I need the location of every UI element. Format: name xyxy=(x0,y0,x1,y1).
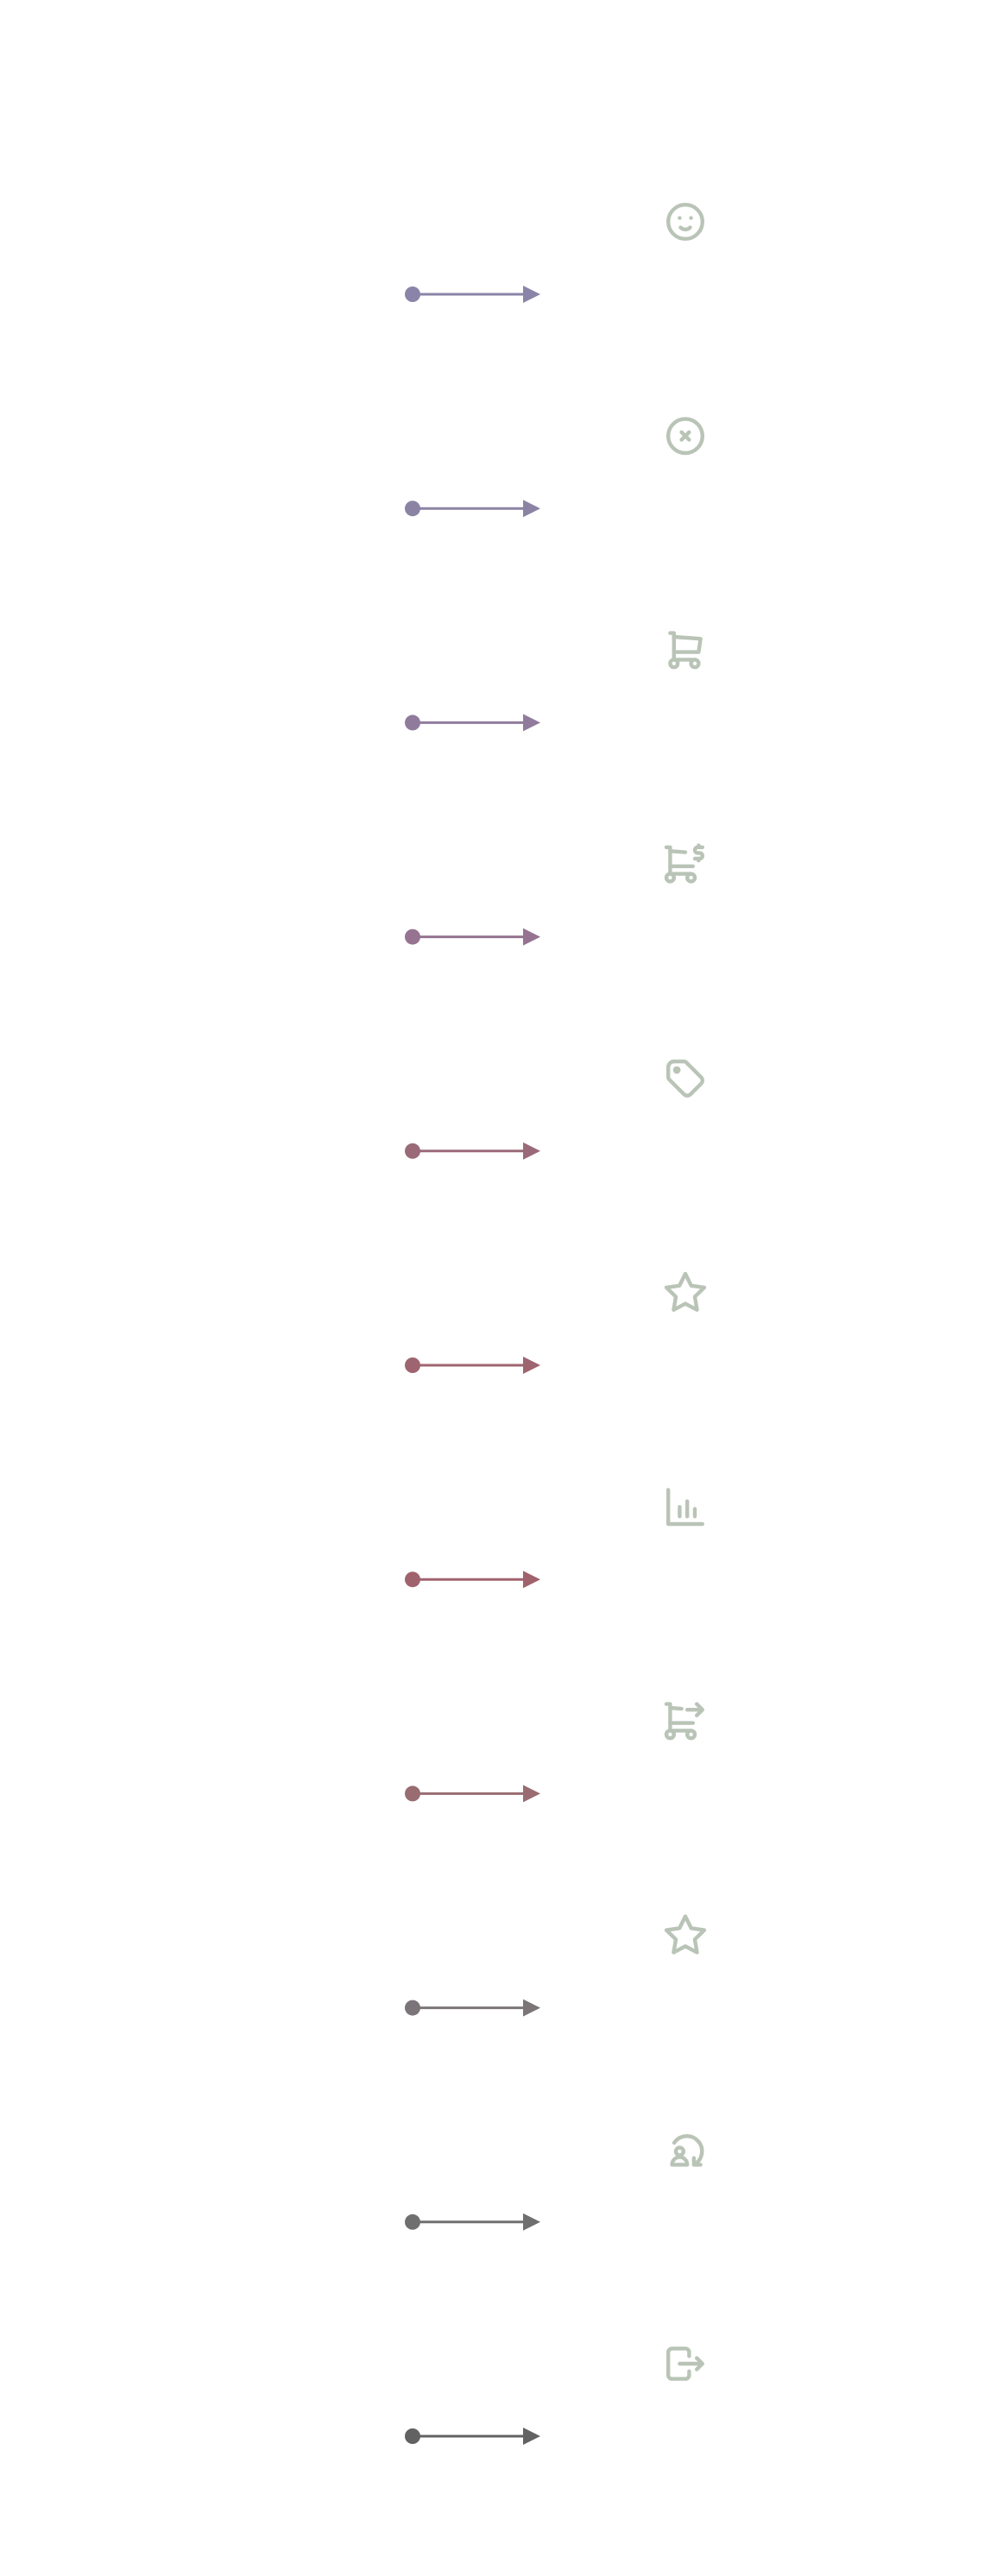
arrow-head xyxy=(523,1571,540,1589)
arrow-head xyxy=(523,1999,540,2017)
arrow-head xyxy=(523,1142,540,1160)
star-icon xyxy=(664,1271,707,1312)
arrow-head xyxy=(523,1357,540,1374)
shopping-cart-icon xyxy=(668,631,703,670)
timeline-node xyxy=(405,2214,420,2230)
arrow-head xyxy=(523,500,540,518)
arrow-head xyxy=(523,714,540,732)
shopping-cart-dollar-icon xyxy=(664,843,704,884)
user-refresh-icon xyxy=(670,2134,704,2167)
timeline-node xyxy=(405,1143,420,1159)
timeline-node xyxy=(405,2000,420,2016)
logout-icon xyxy=(665,2346,704,2381)
step-node-group xyxy=(405,2428,540,2445)
step-node-group xyxy=(405,2213,540,2231)
step-node-group xyxy=(405,928,540,946)
shopping-cart-exchange-icon xyxy=(664,1702,704,1741)
step-node-group xyxy=(405,714,540,732)
step-node-group xyxy=(405,1999,540,2017)
step-node-group xyxy=(405,1571,540,1589)
timeline-node xyxy=(405,2428,420,2444)
arrow-head xyxy=(523,2428,540,2445)
arrow-head xyxy=(523,286,540,303)
step-node-group xyxy=(405,500,540,518)
tag-icon xyxy=(665,1059,704,1098)
timeline-node xyxy=(405,1571,420,1588)
circle-x-icon xyxy=(665,417,704,456)
timeline-node xyxy=(405,715,420,731)
timeline-node xyxy=(405,929,420,945)
timeline-node xyxy=(405,501,420,517)
step-node-group xyxy=(405,1357,540,1374)
timeline-node xyxy=(405,1357,420,1373)
arrow-head xyxy=(523,928,540,946)
bar-chart-icon xyxy=(665,1488,704,1527)
step-node-group xyxy=(405,1785,540,1803)
timeline-node xyxy=(405,1786,420,1802)
timeline-node xyxy=(405,287,420,302)
star-icon xyxy=(664,1914,707,1955)
step-node-group xyxy=(405,1142,540,1160)
arrow-head xyxy=(523,1785,540,1803)
step-node-group xyxy=(405,286,540,303)
smile-icon xyxy=(665,203,704,242)
arrow-head xyxy=(523,2213,540,2231)
